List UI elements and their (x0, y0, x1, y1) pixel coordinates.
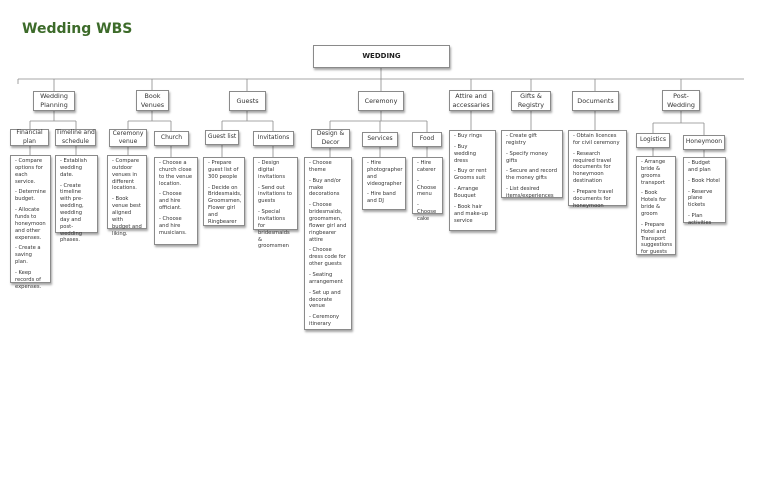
bullet-item: - Budget and plan (688, 160, 711, 173)
bullet-item: - Send out invitations to guests (258, 184, 292, 205)
sub-services: Services (362, 132, 398, 147)
category-attire: Attire and accessaries (449, 90, 493, 111)
category-gifts-registry: Gifts & Registry (511, 91, 551, 111)
sub-timeline-schedule: Timeline and schedule (55, 129, 96, 146)
bullet-item: - Book Hotels for bride & groom (641, 190, 667, 218)
bullet-item: - Prepare guest list of 300 people (208, 160, 239, 180)
category-wedding-planning: Wedding Planning (33, 91, 75, 111)
bullet-item: - Create gift registry (506, 133, 537, 146)
sub-financial-plan: Financial plan (10, 129, 49, 146)
bullet-item: - Choose dress code for other guests (309, 247, 346, 268)
bullet-item: - Arrange Bouquet (454, 186, 479, 200)
bullet-item: - Book Hotel (688, 177, 720, 184)
category-post-wedding: Post-Wedding (662, 90, 700, 111)
leaf-design-decor: - Choose theme - Buy and/or make decorati… (304, 157, 352, 330)
bullet-item: - Establish wedding date. (60, 158, 87, 178)
bullet-item: - Design digital invitations (258, 160, 286, 180)
bullet-item: - Allocate funds to honeymoon and other … (15, 207, 46, 241)
sub-invitations: Invitations (253, 131, 294, 146)
bullet-item: - Ceremony itinerary (309, 314, 340, 328)
category-documents: Documents (572, 91, 619, 111)
leaf-ceremony-venue: - Compare outdoor venues in different lo… (107, 155, 147, 237)
bullet-item: - Obtain licences for civil ceremony (573, 133, 620, 146)
bullet-item: - Choose bridesmaids, groomsmen, flower … (309, 202, 347, 243)
leaf-church: - Choose a church close to the venue loc… (154, 157, 198, 245)
bullet-item: - Buy and/or make decorations (309, 177, 341, 198)
sub-ceremony-venue: Ceremony venue (109, 129, 147, 147)
bullet-item: - Set up and decorate venue (309, 289, 341, 310)
sub-design-decor: Design & Decor (311, 129, 350, 148)
bullet-item: - Buy wedding dress (454, 143, 477, 164)
bullet-item: - Determine budget. (15, 189, 46, 203)
leaf-guest-list: - Prepare guest list of 300 people - Deci… (203, 157, 245, 226)
bullet-item: - Plan activities (688, 213, 712, 227)
leaf-financial-plan: - Compare options for each service. - Det… (10, 155, 51, 290)
leaf-food: - Hire caterer - Choose menu - Choose cake (412, 157, 443, 222)
root-node: WEDDING (313, 45, 450, 68)
leaf-documents: - Obtain licences for civil ceremony - Re… (568, 130, 627, 209)
leaf-logistics: - Arrange bride & grooms transport - Book… (636, 156, 676, 255)
leaf-honeymoon: - Budget and plan - Book Hotel - Reserve p… (683, 157, 726, 226)
category-book-venues: Book Venues (136, 90, 169, 111)
bullet-item: - Create timeline with pre-wedding, wedd… (60, 182, 84, 244)
bullet-item: - Prepare travel documents for honeymoon (573, 189, 614, 209)
leaf-gifts-registry: - Create gift registry - Specify money gi… (501, 130, 563, 200)
bullet-item: - Choose and hire officiant. (159, 191, 182, 212)
sub-honeymoon: Honeymoon (683, 135, 725, 150)
bullet-item: - Book venue best aligned with budget an… (112, 196, 142, 237)
bullet-item: - Create a saving plan. (15, 245, 41, 266)
bullet-item: - Secure and record the money gifts (506, 168, 557, 182)
bullet-item: - Compare outdoor venues in different lo… (112, 158, 140, 192)
bullet-item: - Specify money gifts (506, 150, 548, 164)
bullet-item: - Hire caterer (417, 160, 436, 173)
bullet-item: - Choose cake (417, 202, 437, 223)
leaf-services: - Hire photographer and videographer - Hi… (362, 157, 406, 210)
page-title: Wedding WBS (22, 21, 133, 37)
bullet-item: - Buy rings (454, 133, 482, 139)
bullet-item: - Research required travel documents for… (573, 150, 612, 185)
bullet-item: - Compare options for each service. (15, 158, 43, 185)
sub-guest-list: Guest list (205, 130, 239, 145)
category-guests: Guests (229, 91, 266, 111)
bullet-item: - Reserve plane tickets (688, 188, 713, 209)
bullet-item: - Arrange bride & grooms transport (641, 159, 666, 186)
bullet-item: - Book hair and make-up service (454, 203, 489, 224)
sub-logistics: Logistics (636, 133, 670, 148)
bullet-item: - Keep records of expenses. (15, 270, 42, 290)
bullet-item: - Hire band and DJ (367, 191, 396, 205)
bullet-item: - Prepare Hotel and Transport suggestion… (641, 221, 673, 256)
sub-church: Church (154, 131, 189, 146)
leaf-attire: - Buy rings - Buy wedding dress - Buy or r… (449, 130, 496, 231)
bullet-item: - Choose a church close to the venue loc… (159, 160, 193, 187)
bullet-item: - Choose and hire musicians. (159, 216, 187, 236)
bullet-item: - Special invitations for bridesmaids & … (258, 209, 290, 250)
sub-food: Food (412, 132, 442, 147)
bullet-item: - Decide on Bridesmaids, Groomsmen, Flow… (208, 184, 242, 225)
bullet-item: - Choose menu (417, 177, 437, 198)
bullet-item: - Seating arrangement (309, 272, 343, 285)
bullet-item: - Hire photographer and videographer (367, 160, 403, 187)
bullet-item: - Choose theme (309, 160, 332, 173)
leaf-timeline: - Establish wedding date. - Create timeli… (55, 155, 98, 243)
leaf-invitations: - Design digital invitations - Send out i… (253, 157, 298, 249)
bullet-item: - List desired items/experiences (506, 186, 554, 200)
bullet-item: - Buy or rent Grooms suit (454, 168, 487, 182)
category-ceremony: Ceremony (358, 91, 404, 111)
